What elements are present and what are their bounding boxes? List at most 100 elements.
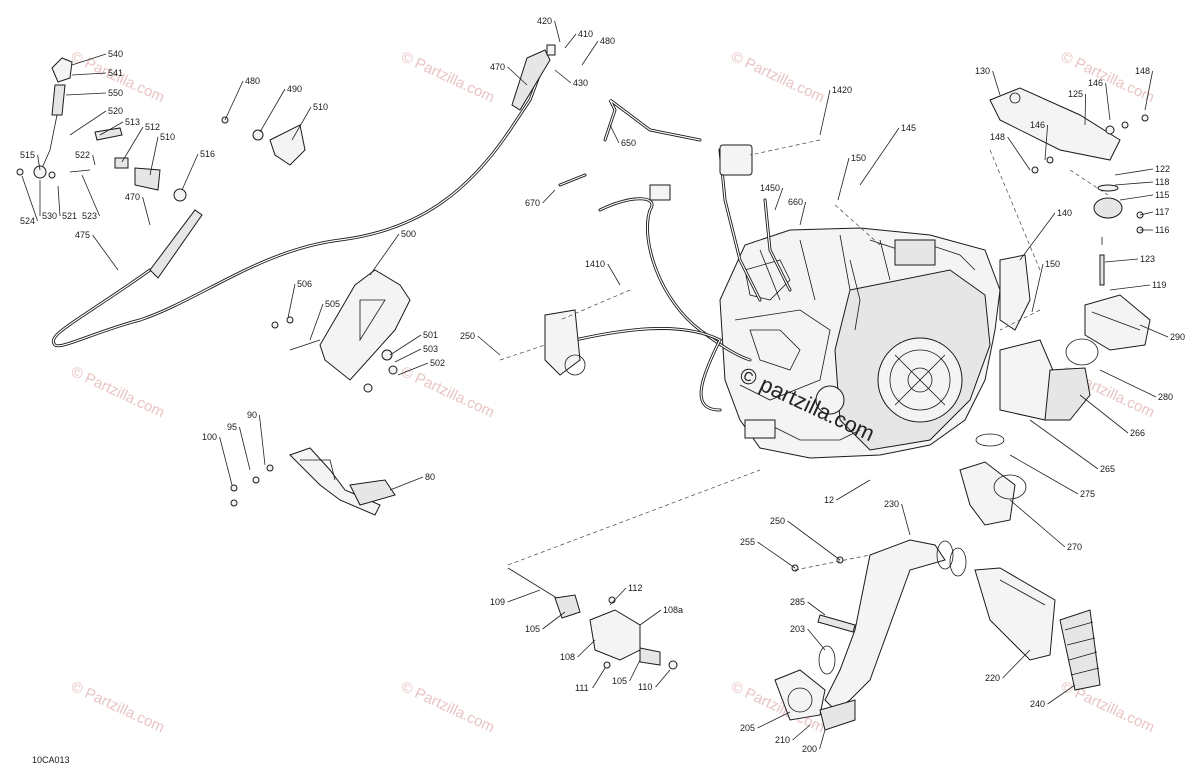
part-label: 148: [1135, 66, 1150, 76]
part-label: 230: [884, 499, 899, 509]
leader-line: [639, 609, 662, 626]
part-label: 150: [851, 153, 866, 163]
part-label: 470: [490, 62, 505, 72]
leader-line: [655, 669, 671, 688]
part-label: 280: [1158, 392, 1173, 402]
part-label: 255: [740, 537, 755, 547]
part-label: 522: [75, 150, 90, 160]
part-label: 148: [990, 132, 1005, 142]
shift-lever: [16, 57, 187, 202]
leader-line: [1119, 194, 1154, 201]
leader-line: [1029, 419, 1099, 470]
part-label: 480: [245, 76, 260, 86]
part-label: 540: [108, 49, 123, 59]
part-label: 505: [325, 299, 340, 309]
leader-line: [629, 659, 641, 682]
leader-line: [121, 126, 144, 163]
leader-line: [1019, 212, 1056, 261]
leader-line: [1114, 181, 1154, 186]
leader-line: [542, 611, 566, 630]
part-label: 270: [1067, 542, 1082, 552]
part-label: 95: [227, 422, 237, 432]
part-label: 123: [1140, 254, 1155, 264]
part-label: 430: [573, 78, 588, 88]
part-label: 210: [775, 735, 790, 745]
part-label: 275: [1080, 489, 1095, 499]
leader-line: [542, 189, 556, 204]
leader-line: [1009, 454, 1079, 495]
leader-line: [609, 124, 620, 144]
leader-line: [389, 334, 422, 356]
part-label: 117: [1155, 207, 1169, 217]
leader-line: [787, 520, 841, 561]
watermark: © Partzilla.com: [398, 48, 497, 106]
leader-line: [287, 283, 296, 319]
part-label: 108a: [663, 605, 683, 615]
leader-line: [37, 154, 41, 171]
part-label: 250: [770, 516, 785, 526]
part-label: 502: [430, 358, 445, 368]
leader-line: [1031, 263, 1044, 313]
part-label: 111: [575, 683, 589, 693]
support-bracket-130: [989, 87, 1149, 174]
part-label: 108: [560, 652, 575, 662]
leader-line: [1139, 324, 1169, 338]
leader-line: [259, 414, 266, 466]
part-label: 80: [425, 472, 435, 482]
leader-line: [577, 639, 596, 658]
part-label: 1410: [585, 259, 605, 269]
leader-line: [757, 541, 796, 569]
diagram-code: 10CA013: [32, 755, 70, 765]
leader-line: [564, 33, 577, 49]
part-label: 521: [62, 211, 77, 221]
leader-line: [369, 233, 400, 276]
part-label: 660: [788, 197, 803, 207]
leader-line: [507, 589, 541, 603]
watermark: © Partzilla.com: [68, 363, 167, 421]
part-label: 1450: [760, 183, 780, 193]
part-label: 490: [287, 84, 302, 94]
leader-line: [859, 127, 900, 186]
leader-line: [836, 479, 871, 501]
engine-mount-140: [999, 184, 1144, 331]
part-label: 115: [1155, 190, 1169, 200]
leader-line: [65, 92, 107, 96]
leader-line: [807, 628, 826, 651]
part-label: 250: [460, 331, 475, 341]
leader-line: [219, 436, 233, 486]
part-label: 146: [1030, 120, 1045, 130]
part-label: 240: [1030, 699, 1045, 709]
part-label: 503: [423, 344, 438, 354]
leader-line: [99, 121, 124, 136]
part-label: 266: [1130, 428, 1145, 438]
leader-line: [609, 587, 627, 606]
leader-line: [807, 601, 826, 616]
part-label: 420: [537, 16, 552, 26]
leader-line: [389, 476, 424, 491]
part-label: 116: [1155, 225, 1169, 235]
part-label: 205: [740, 723, 755, 733]
part-label: 520: [108, 106, 123, 116]
part-label: 500: [401, 229, 416, 239]
leader-line: [592, 667, 606, 689]
leader-line: [757, 711, 791, 729]
leader-line: [1105, 82, 1111, 121]
leader-line: [1139, 211, 1154, 216]
part-label: 1420: [832, 85, 852, 95]
part-label: 523: [82, 211, 97, 221]
part-label: 130: [975, 66, 990, 76]
duct-assembly: [774, 539, 1101, 731]
part-label: 119: [1152, 280, 1166, 290]
part-label: 125: [1068, 89, 1083, 99]
part-label: 146: [1088, 78, 1103, 88]
leader-line: [607, 263, 621, 286]
watermark: © Partzilla.com: [68, 678, 167, 736]
part-label: 670: [525, 198, 540, 208]
part-label: 109: [490, 597, 505, 607]
part-label: 650: [621, 138, 636, 148]
part-label: 140: [1057, 208, 1072, 218]
leader-line: [819, 89, 831, 136]
leader-line: [71, 53, 107, 66]
leader-line: [69, 110, 107, 136]
